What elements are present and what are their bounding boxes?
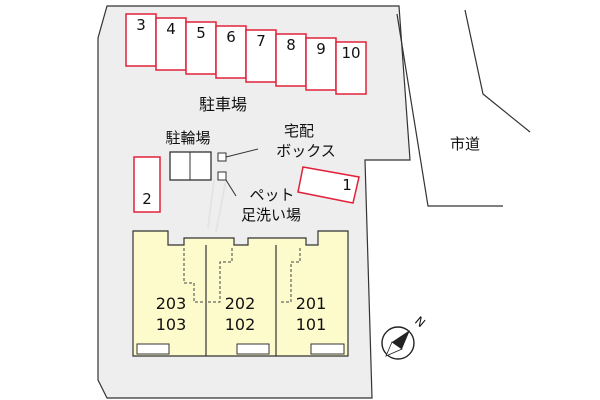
parking-row-top: 3 4 5 6 7 8 9 10 xyxy=(125,13,367,95)
parking-space-outline xyxy=(275,33,307,87)
city-road-label: 市道 xyxy=(450,135,480,153)
pet-foot-wash: ペット 足洗い場 xyxy=(217,171,301,224)
watermark xyxy=(207,179,227,233)
unit-upper-label: 202 xyxy=(225,294,256,313)
parking-space: 6 xyxy=(215,25,247,79)
parking-space-label: 9 xyxy=(316,40,326,58)
parking-space: 3 xyxy=(125,13,157,67)
pet-foot-wash-label-line2: 足洗い場 xyxy=(241,206,301,224)
parking-space-label: 4 xyxy=(166,20,176,38)
road-edge-lines xyxy=(396,9,531,207)
pet-foot-wash-label-line1: ペット xyxy=(249,186,294,204)
parking-space-1: 1 xyxy=(297,166,360,204)
parking-space-label: 3 xyxy=(136,16,146,34)
delivery-box-label-line2: ボックス xyxy=(276,142,336,160)
unit-upper-label: 203 xyxy=(156,294,187,313)
parking-space-outline xyxy=(125,13,157,67)
north-arrow-icon: N xyxy=(381,314,428,360)
delivery-box: 宅配 ボックス xyxy=(217,122,336,162)
unit-lower-label: 103 xyxy=(156,315,187,334)
delivery-box-label-line1: 宅配 xyxy=(284,122,314,140)
parking-space-outline xyxy=(305,37,337,91)
parking-space: 4 xyxy=(155,17,187,71)
apartment-building: 203 103 202 102 201 101 xyxy=(132,230,349,357)
parking-space-label: 5 xyxy=(196,24,206,42)
parking-space-label: 10 xyxy=(341,44,360,62)
unit-lower-label: 102 xyxy=(225,315,256,334)
bicycle-parking: 駐輪場 xyxy=(165,129,212,181)
parking-space-label: 8 xyxy=(286,36,296,54)
parking-space-2-label: 2 xyxy=(142,190,152,208)
unit-lower-label: 101 xyxy=(296,315,327,334)
parking-space-outline xyxy=(215,25,247,79)
parking-space-outline xyxy=(245,29,277,83)
unit-upper-label: 201 xyxy=(296,294,327,313)
unit-labels: 203 103 202 102 201 101 xyxy=(156,294,327,334)
parking-space: 8 xyxy=(275,33,307,87)
parking-space: 10 xyxy=(335,41,367,95)
parking-space: 5 xyxy=(185,21,217,75)
parking-space: 9 xyxy=(305,37,337,91)
parking-space: 7 xyxy=(245,29,277,83)
parking-space-label: 6 xyxy=(226,28,236,46)
parking-lot-label: 駐車場 xyxy=(199,95,247,114)
parking-space-outline xyxy=(335,41,367,95)
parking-space-label: 7 xyxy=(256,32,266,50)
north-label: N xyxy=(412,314,428,330)
parking-space-2: 2 xyxy=(133,156,161,213)
parking-space-1-label: 1 xyxy=(342,176,352,194)
bicycle-parking-label: 駐輪場 xyxy=(165,129,210,147)
